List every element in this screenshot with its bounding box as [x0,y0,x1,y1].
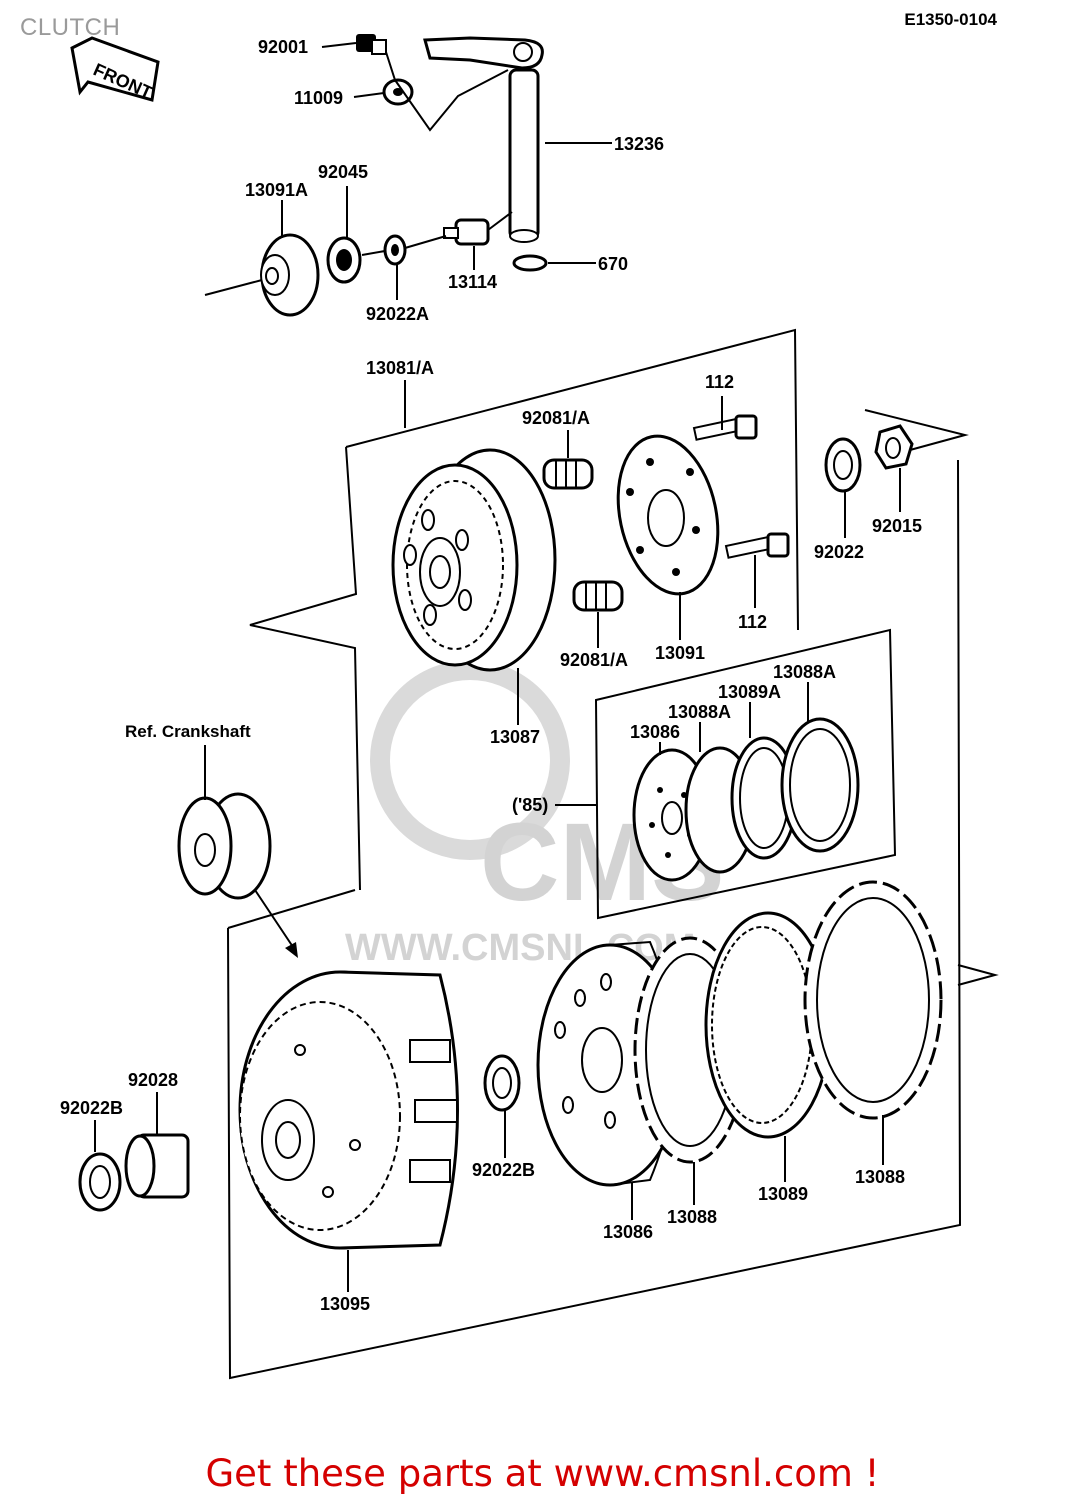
label-ref-crankshaft: Ref. Crankshaft [125,722,251,741]
label-92081A-bottom: 92081/A [560,650,628,670]
sleeve-92028 [124,1133,190,1199]
label-13086: 13086 [603,1222,653,1242]
label-13095: 13095 [320,1294,370,1314]
bolt-112-bottom [724,532,790,559]
label-13088-left: 13088 [667,1207,717,1227]
bolt-92001 [356,34,387,55]
washer-92022A [383,234,407,266]
label-13088A-left: 13088A [668,702,731,722]
washer-92022B-left [78,1152,122,1212]
label-85: ('85) [512,795,548,815]
bolt-112-top [692,414,758,441]
label-13086-inset: 13086 [630,722,680,742]
label-13236: 13236 [614,134,664,154]
pressure-plate-13091 [616,434,720,596]
label-11009: 11009 [294,88,343,108]
clutch-housing-13095 [238,970,459,1250]
washer-92022 [824,437,862,493]
label-92015: 92015 [872,516,922,536]
label-92081A-top: 92081/A [522,408,590,428]
label-13114: 13114 [448,272,497,292]
spring-92081A-top [542,458,594,490]
label-13091A: 13091A [245,180,308,200]
label-112-bottom: 112 [738,612,767,632]
clutch-hub-13087 [391,448,557,672]
release-cover-13091A [260,233,320,317]
front-arrow: FRONT [70,36,160,103]
label-13081A: 13081/A [366,358,434,378]
label-13091: 13091 [655,643,705,663]
label-13089: 13089 [758,1184,808,1204]
inset-plate-13088A-right [780,717,860,853]
bearing-92045 [326,236,362,284]
callout-labels: 92001 11009 13236 92045 13091A 670 13114… [60,37,922,1314]
push-rod-13114 [443,218,490,246]
label-92028: 92028 [128,1070,178,1090]
diagram-code: E1350-0104 [904,10,997,29]
label-13088-right: 13088 [855,1167,905,1187]
washer-92022B-mid [483,1054,521,1112]
washer-11009 [382,78,414,106]
diagram-title: CLUTCH [20,14,121,41]
label-92022A: 92022A [366,304,429,324]
leader-lines [94,42,901,1292]
oring-670 [512,254,548,272]
label-13088A-right: 13088A [773,662,836,682]
label-92045: 92045 [318,162,368,182]
inset-plate-13089A [730,736,798,860]
label-92022: 92022 [814,542,864,562]
crankshaft-gear [177,792,272,900]
footer-promo: Get these parts at www.cmsnl.com ! [205,1452,880,1495]
label-13087: 13087 [490,727,540,747]
label-112-top: 112 [705,372,734,392]
spring-92081A-bottom [572,580,624,612]
plate-13088-right [803,880,943,1120]
release-lever-13236 [423,36,544,243]
nut-92015 [874,424,914,470]
label-92022B-mid: 92022B [472,1160,535,1180]
label-92022B-left: 92022B [60,1098,123,1118]
label-670: 670 [598,254,628,274]
label-13089A: 13089A [718,682,781,702]
label-92001: 92001 [258,37,308,57]
